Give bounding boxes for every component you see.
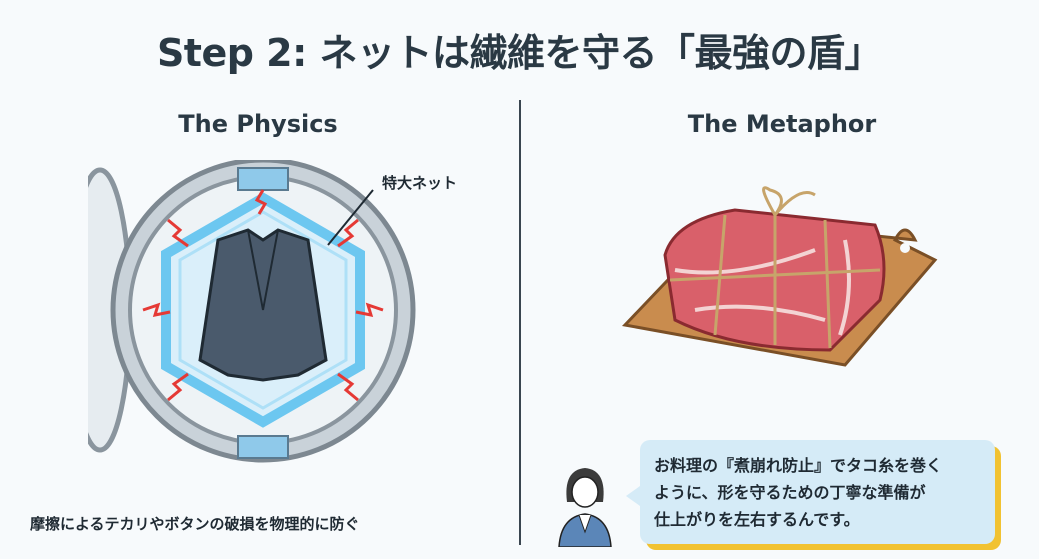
metaphor-heading: The Metaphor bbox=[687, 110, 877, 138]
column-divider bbox=[519, 100, 521, 545]
presenter-avatar bbox=[558, 468, 612, 547]
speech-line: お料理の『煮崩れ防止』でタコ糸を巻く bbox=[654, 456, 943, 475]
speech-line: 仕上がりを左右するんです。 bbox=[654, 510, 860, 529]
washing-drum-illustration bbox=[88, 160, 416, 463]
slide-title: Step 2: ネットは繊維を守る「最強の盾」 bbox=[156, 31, 883, 75]
physics-caption: 摩擦によるテカリやボタンの破損を物理的に防ぐ bbox=[30, 515, 360, 533]
tied-meat-illustration bbox=[621, 186, 938, 367]
speech-line: ように、形を守るための丁寧な準備が bbox=[654, 483, 926, 502]
speech-bubble: お料理の『煮崩れ防止』でタコ糸を巻く ように、形を守るための丁寧な準備が 仕上が… bbox=[626, 440, 995, 544]
physics-heading: The Physics bbox=[178, 110, 338, 138]
net-label: 特大ネット bbox=[382, 174, 458, 192]
